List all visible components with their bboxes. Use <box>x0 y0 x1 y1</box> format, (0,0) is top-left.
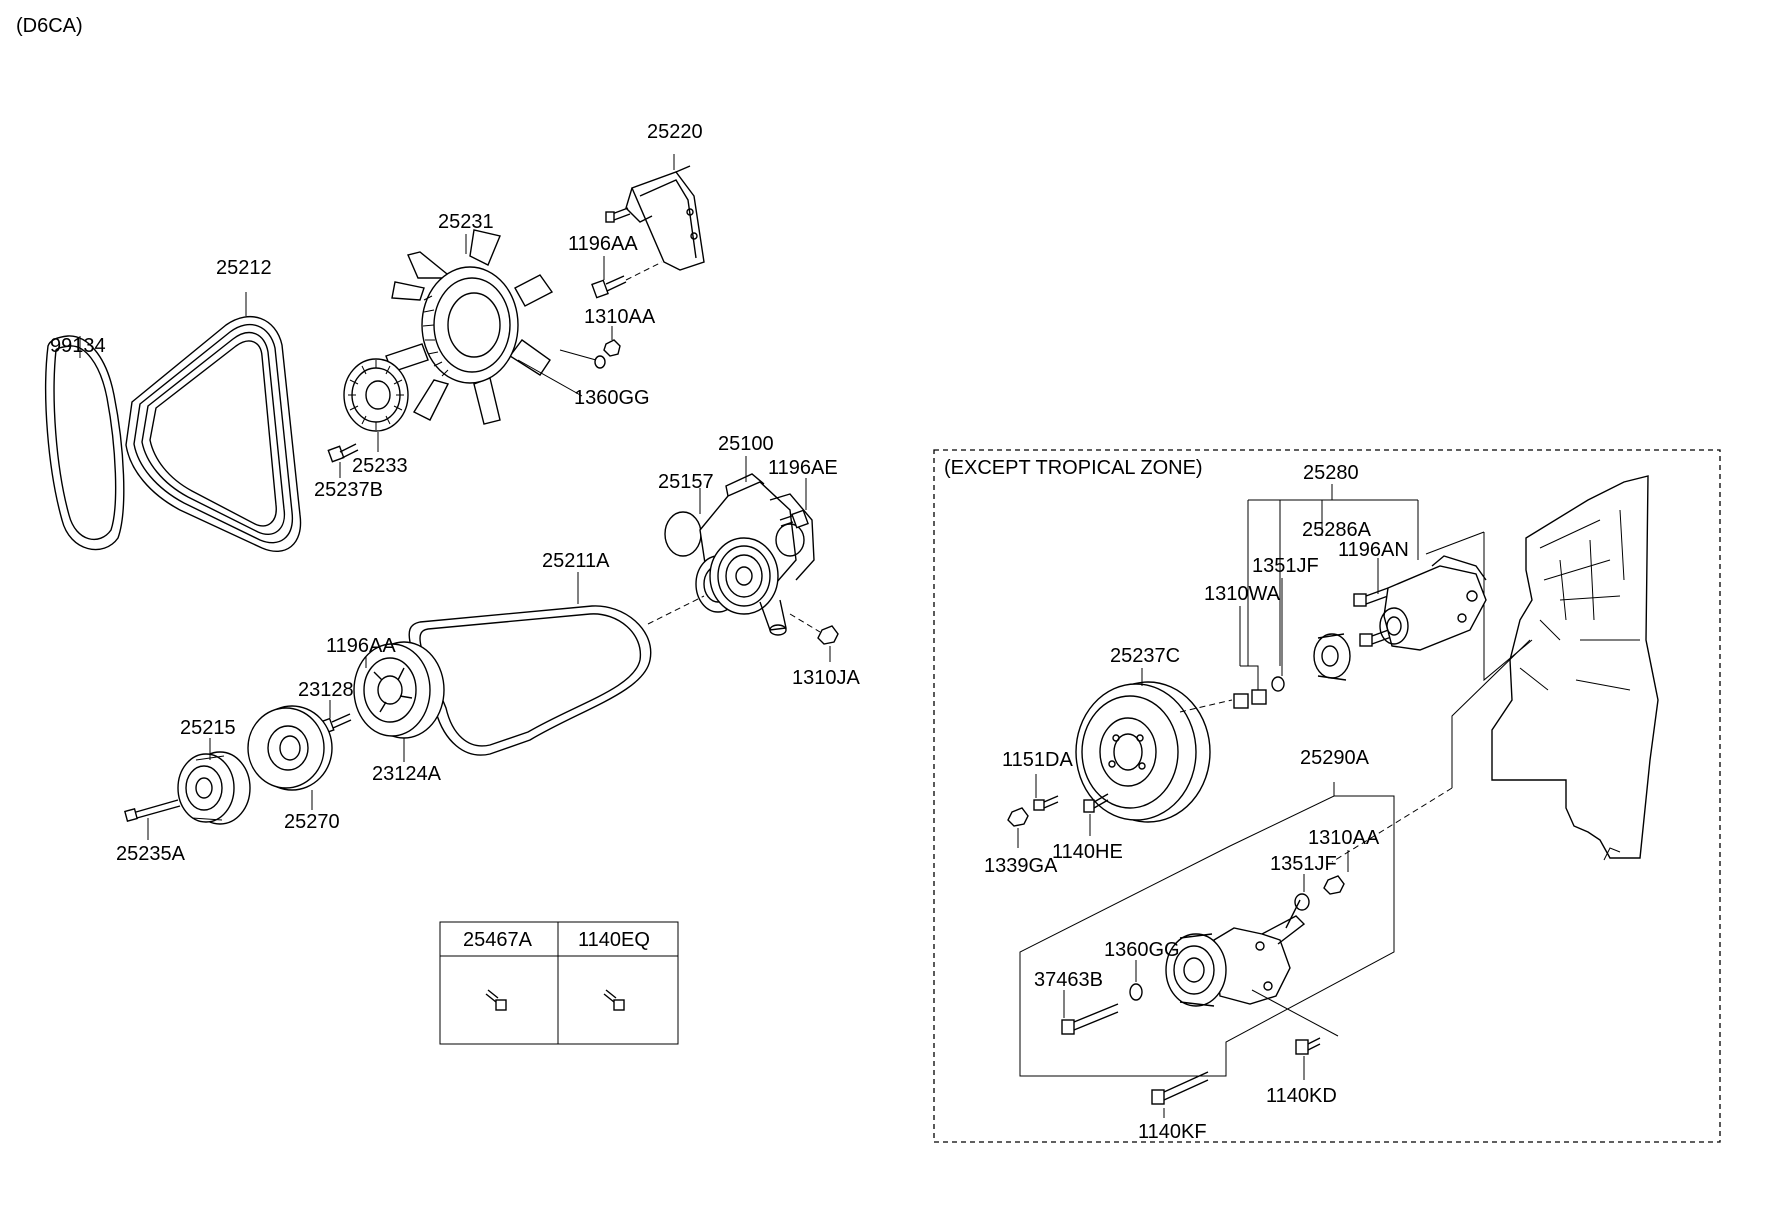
bolt-1151DA <box>1033 795 1059 811</box>
nut-1339GA <box>1007 807 1029 827</box>
pulley-23124A <box>353 641 445 739</box>
engine-code: (D6CA) <box>16 15 83 37</box>
washer-1360GG-top <box>594 355 606 369</box>
label-1140KF: 1140KF <box>1138 1121 1207 1143</box>
label-1196AN: 1196AN <box>1338 539 1409 561</box>
label-25157: 25157 <box>658 471 714 493</box>
label-25237C: 25237C <box>1110 645 1180 667</box>
tensioner-25290A <box>1165 899 1306 1007</box>
fan-25231 <box>385 229 554 425</box>
label-1351JF-low: 1351JF <box>1270 853 1337 875</box>
label-1310AA-low: 1310AA <box>1308 827 1380 849</box>
label-23124A: 23124A <box>372 763 442 785</box>
tropical-zone-frame <box>933 449 1721 1143</box>
label-1140KD: 1140KD <box>1266 1085 1337 1107</box>
table-header-25467A: 25467A <box>463 929 533 951</box>
bolt-1140KD <box>1295 1037 1321 1055</box>
label-25231: 25231 <box>438 211 494 233</box>
label-37463B: 37463B <box>1034 969 1103 991</box>
label-25286A: 25286A <box>1302 519 1372 541</box>
table-header-1140EQ: 1140EQ <box>578 929 650 951</box>
belt-99134 <box>45 335 125 551</box>
engine-block <box>1491 475 1659 861</box>
nut-1310WA <box>1233 689 1267 709</box>
label-25280: 25280 <box>1303 462 1359 484</box>
label-25290A: 25290A <box>1300 747 1370 769</box>
label-1151DA: 1151DA <box>1002 749 1073 771</box>
label-1196AE: 1196AE <box>768 457 838 479</box>
pulley-25237C <box>1075 681 1211 823</box>
bolt-1196AE <box>779 509 809 529</box>
label-25235A: 25235A <box>116 843 186 865</box>
bolt-25235A <box>124 799 181 822</box>
hub-25286A <box>1313 633 1351 681</box>
water-pump-25100 <box>695 473 815 636</box>
label-99134: 99134 <box>50 335 106 357</box>
label-1140HE: 1140HE <box>1052 841 1123 863</box>
label-23128: 23128 <box>298 679 354 701</box>
label-1310AA-top: 1310AA <box>584 306 656 328</box>
washer-1360GG-low <box>1129 983 1143 1001</box>
label-1360GG-low: 1360GG <box>1104 939 1180 961</box>
label-25211A: 25211A <box>542 550 610 572</box>
nut-1310JA <box>817 625 839 645</box>
label-1310JA: 1310JA <box>792 667 860 689</box>
damper-25270 <box>247 705 333 791</box>
table-bolt-25467A <box>485 989 507 1011</box>
label-1339GA: 1339GA <box>984 855 1058 877</box>
nut-1310AA-top <box>603 339 621 357</box>
label-25212: 25212 <box>216 257 272 279</box>
zone-title: (EXCEPT TROPICAL ZONE) <box>944 457 1203 479</box>
washer-1351JF-low <box>1294 893 1310 911</box>
nut-1310AA-low <box>1323 875 1345 895</box>
label-1360GG-top: 1360GG <box>574 387 650 409</box>
bolt-1140HE <box>1083 793 1109 813</box>
bolt-25237B <box>327 443 359 463</box>
label-25220: 25220 <box>647 121 703 143</box>
belt-25211A <box>408 605 652 756</box>
label-25100: 25100 <box>718 433 774 455</box>
label-25237B: 25237B <box>314 479 383 501</box>
hardware-table <box>439 921 679 1045</box>
label-1196AA-mid: 1196AA <box>326 635 396 657</box>
gasket-25157 <box>664 511 702 557</box>
label-25233: 25233 <box>352 455 408 477</box>
bracket-25220 <box>605 165 705 271</box>
washer-1351JF-top <box>1271 676 1285 692</box>
table-bolt-1140EQ <box>603 989 625 1011</box>
bolt-37463B <box>1061 1003 1119 1035</box>
fan-clutch-25233 <box>343 358 409 432</box>
label-25215: 25215 <box>180 717 236 739</box>
tensioner-body <box>1379 555 1487 651</box>
bolt-1140KF <box>1151 1071 1209 1105</box>
belt-25212 <box>125 316 302 553</box>
label-1310WA: 1310WA <box>1204 583 1281 605</box>
label-1351JF-top: 1351JF <box>1252 555 1319 577</box>
pulley-25215 <box>177 751 251 825</box>
label-1196AA-top: 1196AA <box>568 233 638 255</box>
label-25270: 25270 <box>284 811 340 833</box>
bolt-1196AA-top <box>591 275 627 299</box>
